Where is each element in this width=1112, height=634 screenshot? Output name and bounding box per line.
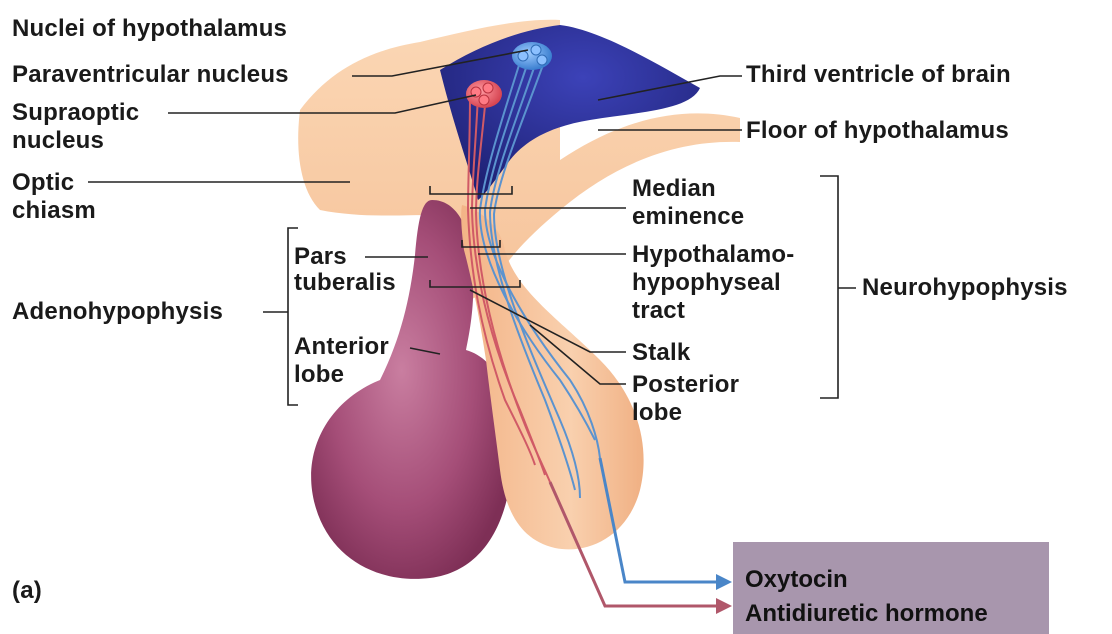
median-label-line2: eminence <box>632 204 744 229</box>
neurohypophysis-label: Neurohypophysis <box>862 275 1068 300</box>
tract-label-line1: Hypothalamo- <box>632 242 794 267</box>
posterior-label-line1: Posterior <box>632 372 739 397</box>
adenohypophysis-label: Adenohypophysis <box>12 299 223 324</box>
adh-arrowhead <box>716 598 732 614</box>
supraoptic-label-line1: Supraoptic <box>12 100 139 125</box>
optic-label-line2: chiasm <box>12 198 96 223</box>
supraoptic-label-line2: nucleus <box>12 128 104 153</box>
stalk-label: Stalk <box>632 340 690 365</box>
posterior-label-line2: lobe <box>632 400 682 425</box>
floor-hypothalamus-label: Floor of hypothalamus <box>746 118 1009 143</box>
median-label-line1: Median <box>632 176 716 201</box>
anterior-label-line1: Anterior <box>294 334 389 359</box>
adh-label: Antidiuretic hormone <box>745 600 988 628</box>
nuclei-title: Nuclei of hypothalamus <box>12 16 287 41</box>
paraventricular-nucleus <box>512 42 552 70</box>
oxytocin-arrowhead <box>716 574 732 590</box>
optic-label-line1: Optic <box>12 170 74 195</box>
supraoptic-nucleus <box>466 80 502 108</box>
paraventricular-label: Paraventricular nucleus <box>12 62 289 87</box>
tract-label-line2: hypophyseal <box>632 270 781 295</box>
hormone-box: Oxytocin Antidiuretic hormone <box>733 542 1049 634</box>
tract-label-line3: tract <box>632 298 685 323</box>
third-ventricle-label: Third ventricle of brain <box>746 62 1011 87</box>
pars-label-line1: Pars <box>294 244 347 269</box>
oxytocin-label: Oxytocin <box>745 566 848 594</box>
anterior-label-line2: lobe <box>294 362 344 387</box>
panel-label: (a) <box>12 578 42 603</box>
pars-label-line2: tuberalis <box>294 270 396 295</box>
